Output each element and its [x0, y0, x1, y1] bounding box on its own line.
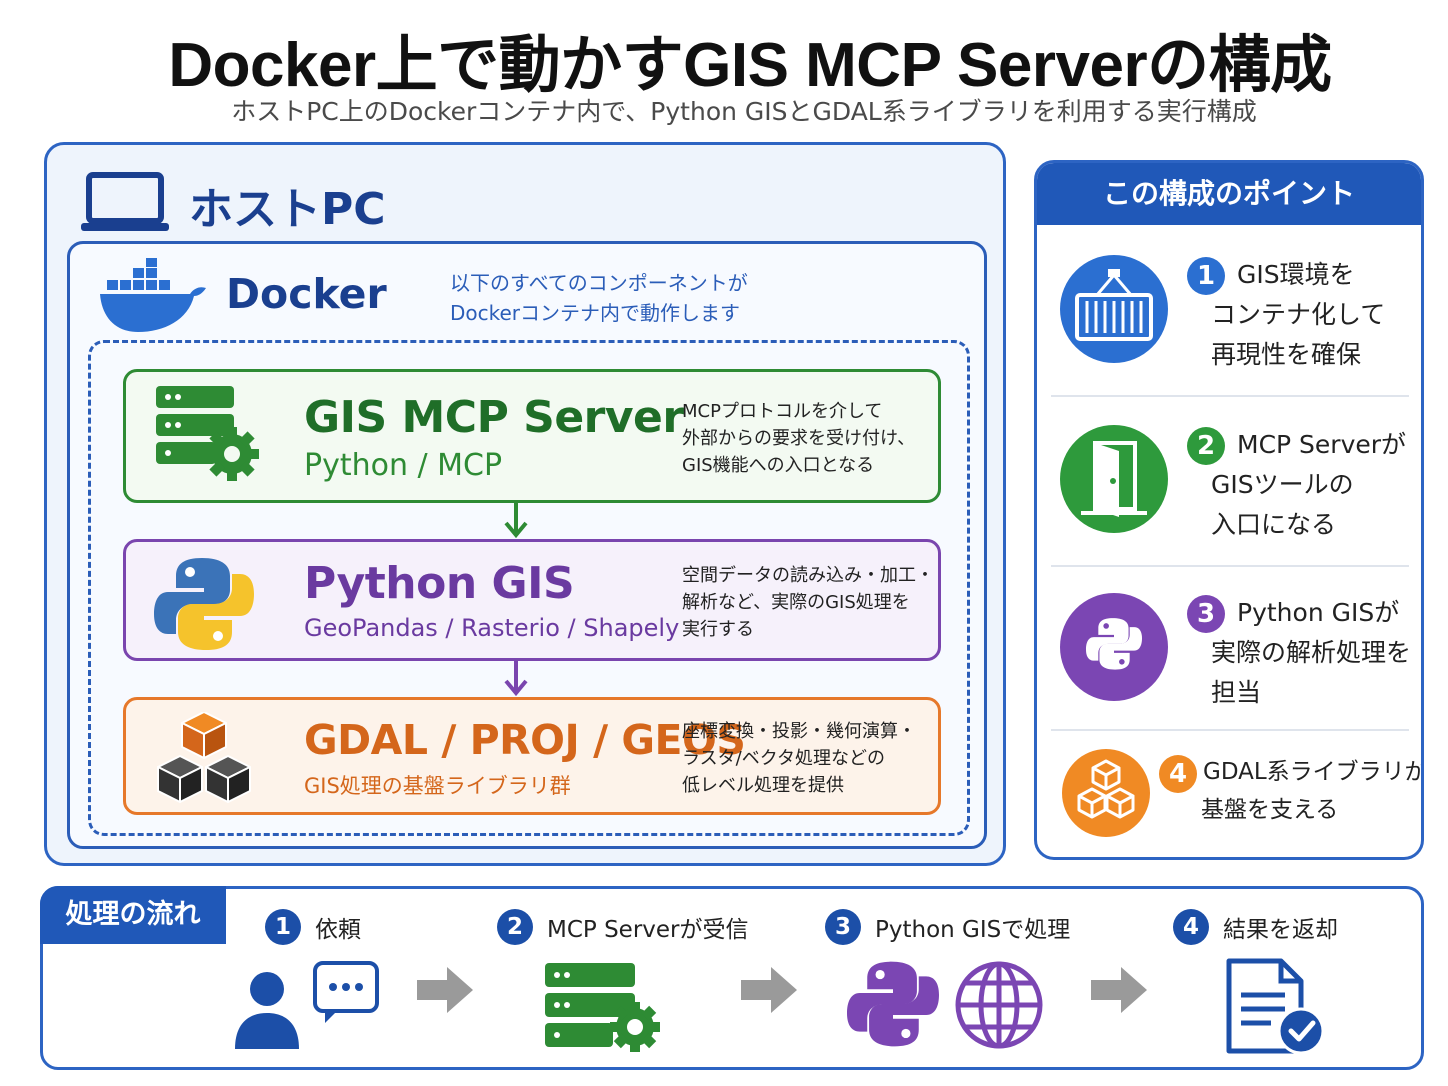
- point-text-line: GISツールの: [1211, 470, 1354, 499]
- step-label: MCP Serverが受信: [547, 917, 749, 943]
- desc-line: 解析など、実際のGIS処理を: [682, 592, 910, 613]
- server-gear-icon: [156, 386, 259, 481]
- point-text-line: 基盤を支える: [1201, 797, 1339, 823]
- point-text-line: 実際の解析処理を: [1211, 638, 1412, 667]
- layer-python-gis: Python GIS GeoPandas / Rasterio / Shapel…: [123, 539, 941, 661]
- point-text-line: GIS環境を: [1237, 260, 1355, 289]
- desc-line: GIS機能への入口となる: [682, 455, 875, 476]
- python-icon: [1060, 593, 1168, 701]
- point-number: 2: [1187, 427, 1225, 465]
- point-item: 3 Python GISが 実際の解析処理を 担当: [1037, 587, 1421, 737]
- desc-line: MCPプロトコルを介して: [682, 401, 883, 422]
- page-subtitle: ホストPC上のDockerコンテナ内で、Python GISとGDAL系ライブラ…: [231, 97, 1257, 126]
- step-label: Python GISで処理: [875, 917, 1071, 943]
- point-number: 4: [1159, 755, 1197, 793]
- step-number: 2: [497, 909, 533, 945]
- point-number: 1: [1187, 257, 1225, 295]
- layer-description: 座標変換・投影・幾何演算・ ラスタ/ベクタ処理などの 低レベル処理を提供: [682, 718, 916, 799]
- flow-title: 処理の流れ: [40, 886, 226, 944]
- desc-line: ラスタ/ベクタ処理などの: [682, 748, 885, 769]
- point-item: 2 MCP Serverが GISツールの 入口になる: [1037, 419, 1421, 569]
- separator: [1051, 395, 1409, 397]
- step-label: 結果を返却: [1223, 917, 1338, 943]
- points-title: この構成のポイント: [1037, 163, 1421, 225]
- document-check-icon: [1226, 958, 1325, 1055]
- laptop-icon: [81, 172, 169, 231]
- point-text-line: 担当: [1211, 678, 1262, 707]
- server-gear-icon: [545, 963, 660, 1052]
- globe-icon: [955, 961, 1043, 1049]
- docker-note: 以下のすべてのコンポーネントが Dockerコンテナ内で動作します: [450, 268, 748, 328]
- separator: [1051, 565, 1409, 567]
- desc-line: 空間データの読み込み・加工・: [682, 565, 934, 586]
- process-flow-panel: 処理の流れ 1 依頼 2 MCP Serverが受信: [40, 886, 1424, 1070]
- desc-line: 実行する: [682, 619, 754, 640]
- point-text-line: 入口になる: [1211, 510, 1337, 539]
- arrow-right-icon: [417, 967, 473, 1013]
- layer-subtitle: GeoPandas / Rasterio / Shapely: [304, 614, 680, 642]
- layer-title: GIS MCP Server: [304, 392, 684, 443]
- point-item: 1 GIS環境を コンテナ化して 再現性を確保: [1037, 249, 1421, 399]
- step-label: 依頼: [315, 917, 361, 943]
- arrow-down-icon: [504, 661, 528, 697]
- point-text-line: GDAL系ライブラリが: [1203, 759, 1424, 785]
- layer-description: 空間データの読み込み・加工・ 解析など、実際のGIS処理を 実行する: [682, 562, 934, 643]
- docker-note-line: 以下のすべてのコンポーネントが: [450, 271, 748, 295]
- user-chat-icon: [235, 961, 379, 1049]
- layer-description: MCPプロトコルを介して 外部からの要求を受け付け、 GIS機能への入口となる: [682, 398, 915, 479]
- step-number: 4: [1173, 909, 1209, 945]
- docker-box: Docker 以下のすべてのコンポーネントが Dockerコンテナ内で動作します: [67, 241, 987, 849]
- door-icon: [1060, 425, 1168, 533]
- arrow-right-icon: [741, 967, 797, 1013]
- layer-title: GDAL / PROJ / GEOS: [304, 716, 746, 764]
- point-text-line: コンテナ化して: [1211, 300, 1386, 329]
- layer-title: Python GIS: [304, 558, 575, 609]
- container-icon: [1060, 255, 1168, 363]
- points-panel: この構成のポイント 1 GIS環境を コンテナ化して 再現性を確保 2 MCP …: [1034, 160, 1424, 860]
- docker-note-line: Dockerコンテナ内で動作します: [450, 301, 741, 325]
- layer-subtitle: Python / MCP: [304, 448, 503, 483]
- host-pc-label: ホストPC: [189, 184, 386, 235]
- step-number: 1: [265, 909, 301, 945]
- point-number: 3: [1187, 595, 1225, 633]
- docker-label: Docker: [226, 270, 387, 318]
- arrow-right-icon: [1091, 967, 1147, 1013]
- layer-subtitle: GIS処理の基盤ライブラリ群: [304, 774, 571, 798]
- arrow-down-icon: [504, 503, 528, 539]
- host-pc-box: ホストPC Docker 以下のすべてのコンポーネントが Dockerコンテナ内…: [44, 142, 1006, 866]
- step-number: 3: [825, 909, 861, 945]
- cubes-icon: [1062, 749, 1150, 837]
- cubes-icon: [157, 712, 251, 803]
- python-logo-icon: [154, 558, 254, 650]
- point-text-line: MCP Serverが: [1237, 430, 1407, 459]
- desc-line: 外部からの要求を受け付け、: [682, 428, 916, 449]
- desc-line: 低レベル処理を提供: [682, 775, 844, 796]
- python-icon: [847, 961, 939, 1047]
- desc-line: 座標変換・投影・幾何演算・: [682, 721, 916, 742]
- separator: [1051, 729, 1409, 731]
- point-text-line: 再現性を確保: [1211, 340, 1362, 369]
- page-title: Docker上で動かすGIS MCP Serverの構成: [168, 31, 1332, 100]
- layer-gdal-proj-geos: GDAL / PROJ / GEOS GIS処理の基盤ライブラリ群 座標変換・投…: [123, 697, 941, 815]
- layer-gis-mcp-server: GIS MCP Server Python / MCP MCPプロトコルを介して…: [123, 369, 941, 503]
- point-item: 4 GDAL系ライブラリが 基盤を支える: [1037, 745, 1421, 855]
- docker-whale-icon: [100, 258, 206, 332]
- container-boundary: GIS MCP Server Python / MCP MCPプロトコルを介して…: [88, 340, 970, 836]
- point-text-line: Python GISが: [1237, 598, 1400, 627]
